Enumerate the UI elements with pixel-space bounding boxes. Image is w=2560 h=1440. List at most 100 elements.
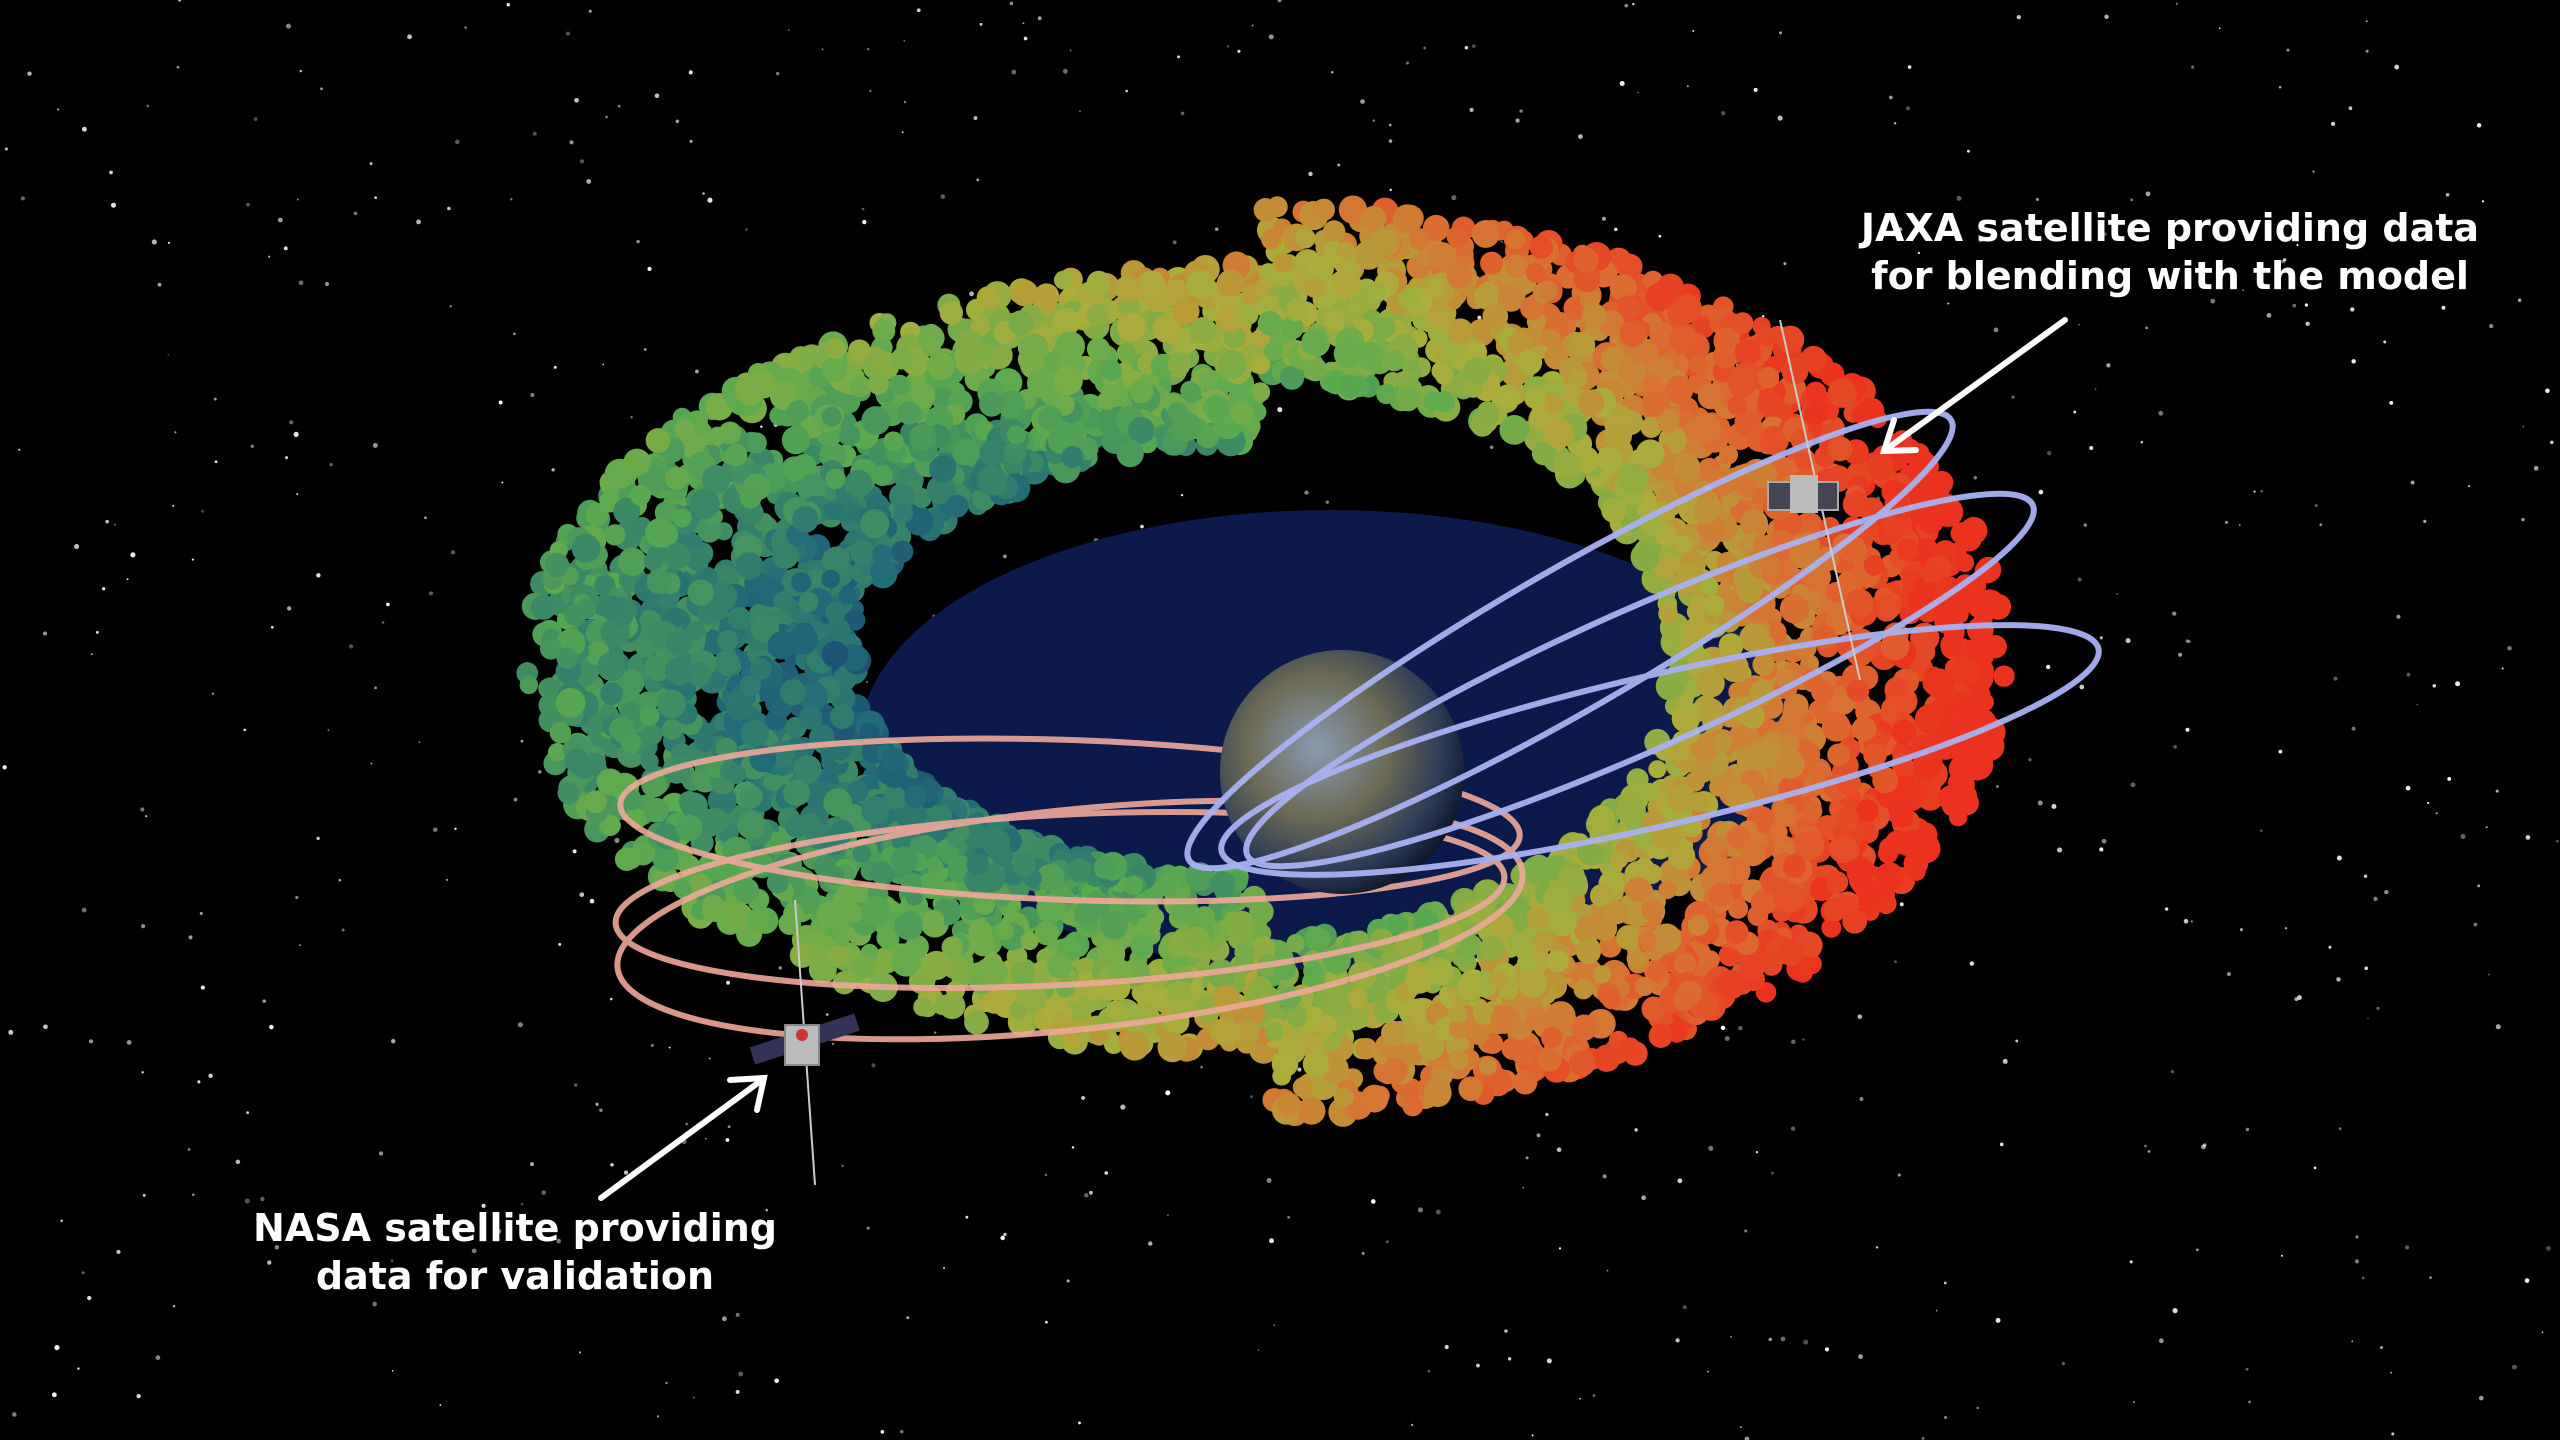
star [1824,1347,1830,1352]
star [2178,652,2183,657]
star [2507,645,2512,651]
star [1906,106,1911,111]
star [447,206,451,211]
star [1897,1173,1901,1177]
star [1578,134,1583,139]
star [2104,14,2109,19]
star [2016,14,2021,20]
star [1725,1028,1728,1031]
star [2336,855,2342,861]
star [1858,1354,1863,1359]
star [2183,918,2189,924]
star [157,282,162,287]
star [454,827,457,830]
star [1251,24,1254,27]
star [778,966,782,970]
star [1389,188,1392,192]
star [2550,440,2554,445]
star [126,1040,132,1045]
star [2158,1338,2164,1344]
star [1973,476,1978,480]
star [2364,966,2369,971]
star [735,1389,740,1394]
star [77,1367,80,1370]
star [976,178,980,182]
star [1388,123,1392,127]
star [771,1229,774,1232]
star [320,87,323,91]
star [145,815,148,818]
star [2278,749,2283,754]
star [2144,1144,2147,1148]
star [2045,664,2051,670]
jaxa-annotation-line-2: for blending with the model [1871,254,2469,298]
star [286,606,292,611]
star [675,119,680,124]
star [2245,1127,2250,1132]
particle-dot [1076,957,1097,978]
star [172,1305,176,1308]
star [2266,312,2272,318]
star [2435,812,2438,815]
star [1777,115,1783,121]
star [880,1430,885,1434]
star [274,1245,280,1250]
star [1180,111,1185,116]
star [201,509,205,513]
star [1686,85,1689,88]
star [2394,64,2400,70]
star [141,924,146,929]
star [1009,1,1014,6]
star [1475,1363,1480,1368]
star [2170,1069,2175,1074]
star [2125,638,2131,644]
star [825,1013,829,1016]
star [2202,1143,2207,1148]
star [1720,1025,1726,1030]
star [246,1111,249,1114]
star [2292,303,2297,308]
star [243,728,246,732]
star [656,1415,660,1418]
nasa-arrow-icon [598,1074,768,1201]
star [574,1083,578,1087]
star [289,420,294,425]
star [1023,36,1028,41]
star [1325,500,1330,504]
star [1069,49,1072,52]
star [1614,227,1618,232]
star [2078,323,2081,326]
star [2011,395,2015,399]
star [1601,216,1606,221]
star [589,898,595,904]
star [2331,121,2336,126]
star [246,202,250,207]
star [565,31,571,36]
star [211,692,215,695]
star [1477,315,1482,320]
star [1707,1370,1709,1373]
star [1893,122,1897,125]
star [81,126,87,132]
star [2373,896,2378,901]
star [1405,61,1409,65]
star [2351,359,2356,364]
star [1435,1209,1441,1215]
star [141,1071,144,1074]
star [510,198,513,201]
star [1331,71,1334,74]
star [1172,240,1177,245]
star [1308,171,1313,177]
star [2103,232,2107,236]
star [2238,524,2241,526]
star [2077,577,2082,582]
star [167,241,171,244]
star [2384,890,2389,895]
star [2035,197,2039,201]
star [2314,503,2318,508]
star [366,1236,371,1242]
star [1489,445,1494,450]
star [372,1301,377,1307]
star [1044,1173,1048,1177]
star [1592,1394,1596,1397]
